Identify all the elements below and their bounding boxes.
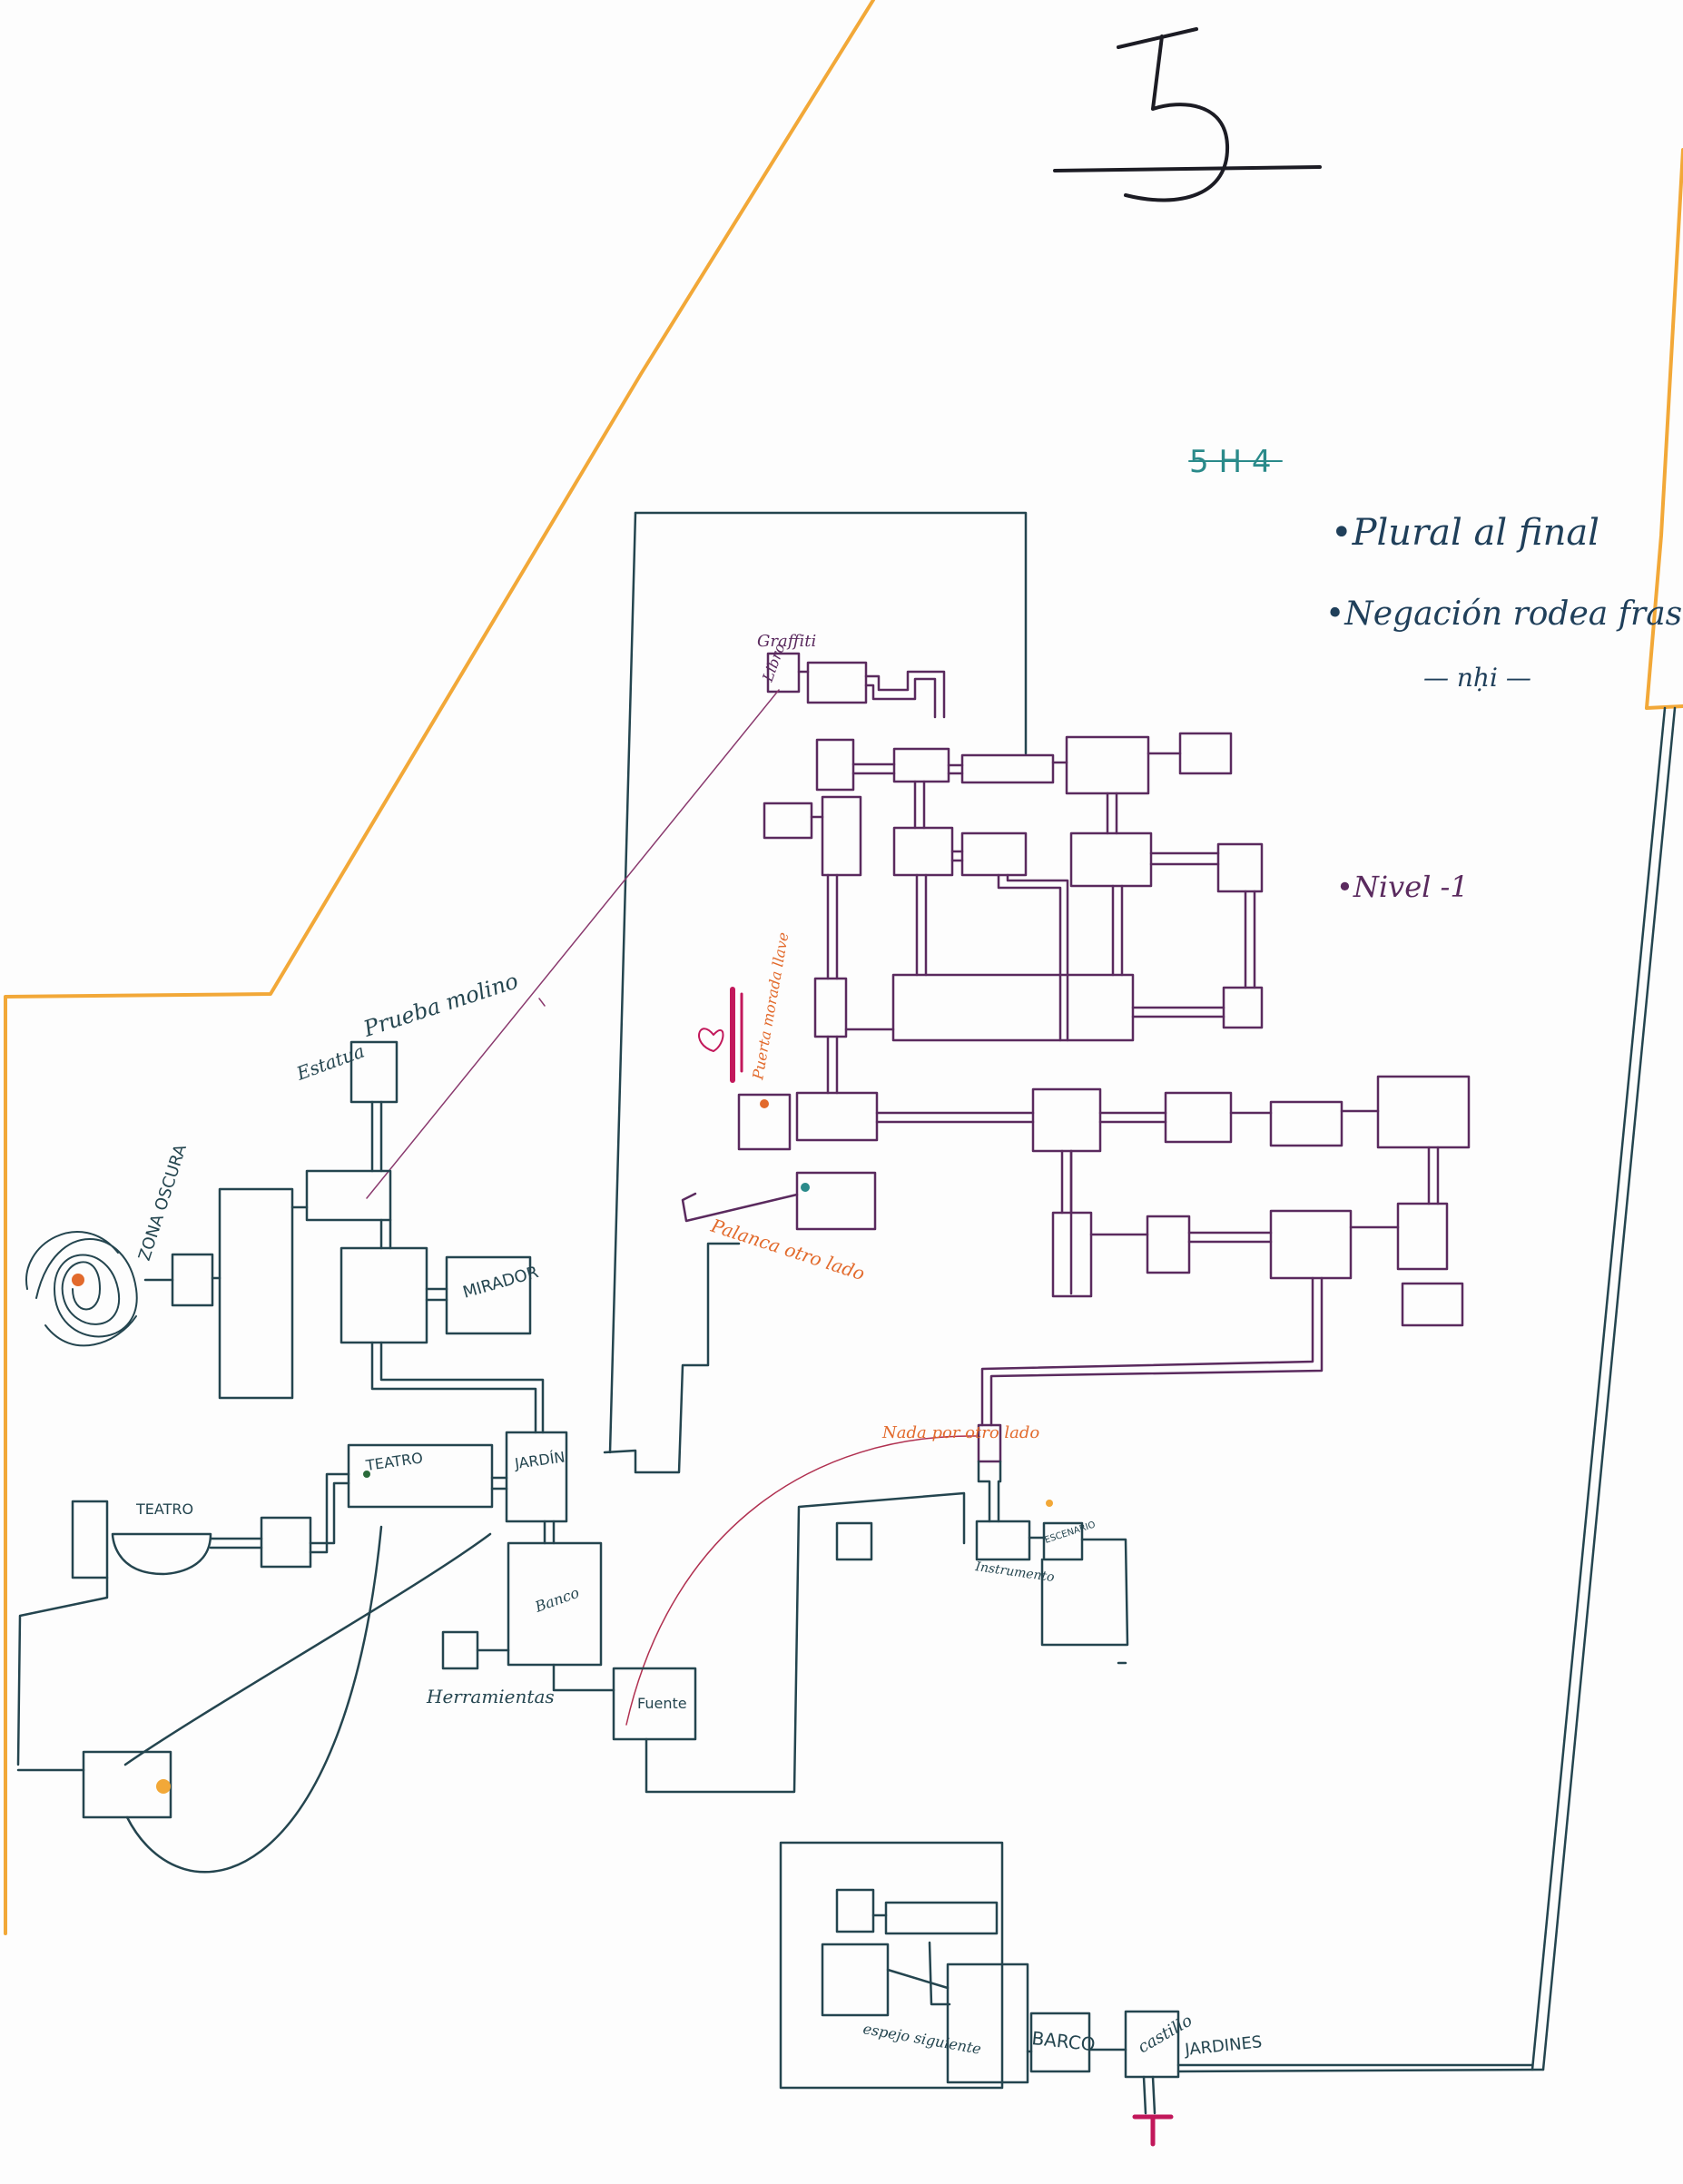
note-dash: — nḥi — (1423, 663, 1531, 693)
accents (72, 987, 1174, 2147)
label-herramientas: Herramientas (426, 1686, 555, 1707)
label-zona-oscura: ZONA OSCURA (135, 1142, 191, 1264)
label-palanca: Palanca otro lado (708, 1215, 868, 1285)
orange-boundary (4, 0, 1683, 1935)
label-jardin: JARDÍN (513, 1448, 566, 1472)
label-teatro: TEATRO (364, 1449, 424, 1474)
label-jardines: JARDINES (1183, 2032, 1263, 2060)
label-estatua: Estatua (293, 1040, 368, 1085)
label-puerta-llave: Puerta morada llave (749, 931, 792, 1082)
purple-complex (681, 652, 1471, 1463)
label-barco: BARCO (1030, 2027, 1096, 2055)
zona-oscura-scribble (25, 1231, 138, 1347)
labels: 5 H 4 •Plural al final •Negación rodea f… (135, 444, 1683, 2060)
note-nivel: •Nivel -1 (1336, 870, 1469, 904)
dark-complex (16, 1040, 1180, 2115)
small-glyphs: 5 H 4 (1189, 444, 1271, 480)
dark-routes (603, 511, 1677, 2073)
purple-links (366, 689, 977, 1726)
label-teatro-small: TEATRO (135, 1500, 193, 1518)
note-plural: •Plural al final (1331, 512, 1599, 554)
label-graffiti: Graffiti (757, 632, 816, 651)
label-banco: Banco (532, 1584, 582, 1616)
label-fuente: Fuente (637, 1695, 687, 1712)
label-mirador: MIRADOR (461, 1263, 541, 1303)
label-nada: Nada por otro lado (881, 1423, 1039, 1442)
label-prueba-molino: Prueba molino (359, 968, 521, 1042)
note-negacion: •Negación rodea frase (1325, 595, 1683, 633)
label-espejo: espejo siguiente (861, 2020, 982, 2058)
header-five-glyph (1053, 27, 1322, 202)
